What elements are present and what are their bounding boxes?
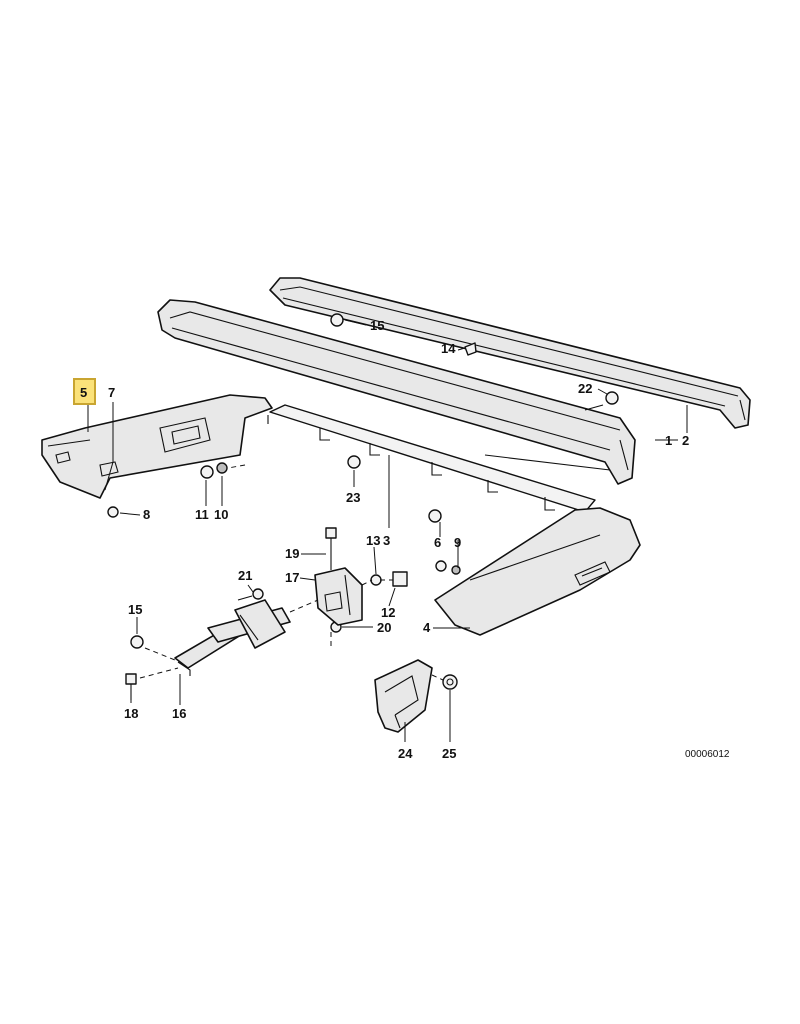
callout-22: 22: [578, 381, 592, 396]
callout-14: 14: [441, 341, 456, 356]
callout-10: 10: [214, 507, 228, 522]
callout-8: 8: [143, 507, 150, 522]
part-5-left-corner[interactable]: [41, 394, 273, 499]
highlight-box: [73, 378, 96, 405]
callout-12: 12: [381, 605, 395, 620]
part-4-right-corner[interactable]: [434, 507, 641, 636]
leader-lines: [87, 319, 688, 742]
callout-23: 23: [346, 490, 360, 505]
callout-6: 6: [434, 535, 441, 550]
callout-15-top: 15: [370, 318, 384, 333]
part-25-nut[interactable]: [442, 674, 458, 690]
part-3-carrier-rail[interactable]: [267, 404, 596, 513]
callout-9: 9: [454, 535, 461, 550]
callout-1: 1: [665, 433, 672, 448]
callout-7: 7: [108, 385, 115, 400]
callout-labels: 1 2 3 4 5 6 7 8 9 10 11 12 13 14 15 15 1…: [80, 318, 689, 761]
callout-17: 17: [285, 570, 299, 585]
fasteners[interactable]: [107, 313, 619, 649]
callout-4: 4: [423, 620, 431, 635]
callout-5: 5: [80, 385, 87, 400]
callout-3: 3: [383, 533, 390, 548]
callout-25: 25: [442, 746, 456, 761]
drawing-code: 00006012: [685, 749, 730, 760]
callout-15-left: 15: [128, 602, 142, 617]
bolts[interactable]: [125, 527, 337, 700]
part-17-mount[interactable]: [314, 567, 363, 626]
callout-2: 2: [682, 433, 689, 448]
callout-11: 11: [195, 507, 209, 522]
part-24-plate[interactable]: [374, 659, 433, 733]
part-16-bracket[interactable]: [174, 599, 291, 676]
callout-19: 19: [285, 546, 299, 561]
callout-21: 21: [238, 568, 252, 583]
callout-13: 13: [366, 533, 380, 548]
part-1-bumper-bar[interactable]: [157, 299, 636, 485]
callout-20: 20: [377, 620, 391, 635]
callout-16: 16: [172, 706, 186, 721]
part-2-rubber-strip[interactable]: [269, 277, 751, 429]
callout-18: 18: [124, 706, 138, 721]
assembly-lines: [139, 464, 444, 681]
callout-24: 24: [398, 746, 413, 761]
